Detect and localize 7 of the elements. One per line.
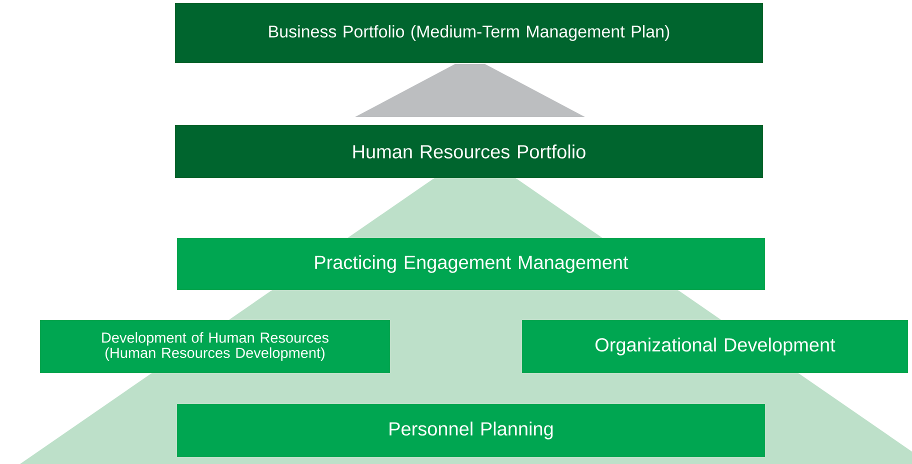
text-box: Human Resources Portfolio: [175, 125, 763, 178]
text-box: Development of Human Resources (Human Resources Development): [40, 320, 390, 373]
triangle-shape: [355, 64, 585, 117]
text-box: Personnel Planning: [177, 404, 765, 457]
text-box: Business Portfolio (Medium-Term Management Plan): [175, 3, 763, 63]
text-box: Organizational Development: [522, 320, 908, 373]
text-box: Practicing Engagement Management: [177, 238, 765, 290]
